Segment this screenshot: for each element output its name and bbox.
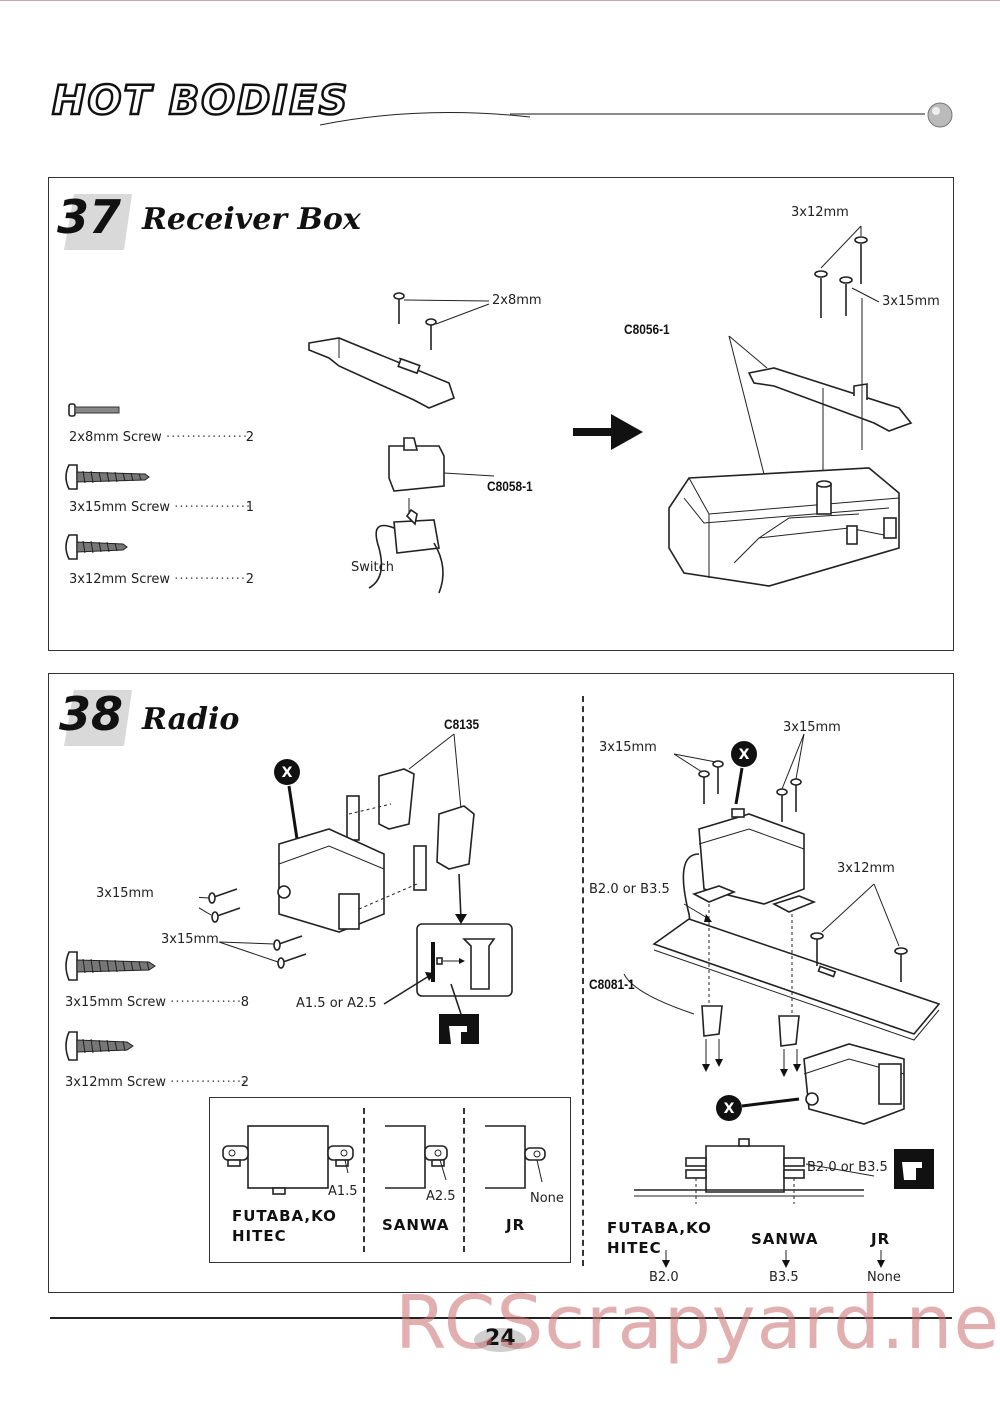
callout-b-option: B2.0 or B3.5	[589, 882, 670, 897]
screw-label: 3x12mm Screw	[69, 572, 171, 587]
step-38-panel: 38 Radio X	[48, 673, 954, 1293]
callout-3x12mm: 3x12mm	[791, 205, 849, 220]
callout-3x15mm: 3x15mm	[599, 740, 657, 755]
brand-label: FUTABA,KO HITEC	[232, 1207, 337, 1245]
servo-left-diagram: X	[199, 733, 513, 1044]
step-badge-bg	[64, 690, 132, 746]
screw-item: 3x12mm Screw ·············· 2	[69, 572, 254, 587]
b-value: None	[867, 1270, 901, 1285]
a-value: A2.5	[426, 1189, 456, 1204]
callout-2x8mm: 2x8mm	[492, 293, 542, 308]
screw-3x12-icon	[65, 534, 128, 560]
receiver-mount-diagram	[308, 292, 495, 594]
callout-3x15mm: 3x15mm	[96, 886, 154, 901]
b-value: B2.0	[649, 1270, 679, 1285]
watermark: RCScrapyard.net	[395, 1280, 1000, 1366]
screw-item: 2x8mm Screw ················ 2	[69, 430, 254, 445]
screw-item: 3x15mm Screw ··············· 1	[69, 500, 254, 515]
brand-label: JR	[506, 1216, 526, 1234]
brand-label: JR	[871, 1230, 891, 1248]
screw-item: 3x12mm Screw ··············· 2	[65, 1075, 249, 1090]
a-value: A1.5	[328, 1184, 358, 1199]
screw-3x15-icon	[65, 464, 150, 490]
callout-c8135: C8135	[444, 716, 480, 732]
page-number: 24	[485, 1326, 516, 1351]
footer-rule	[50, 1317, 952, 1319]
callout-3x15mm: 3x15mm	[783, 720, 841, 735]
step-37-panel: 37 Receiver Box 2x8mm Screw ············…	[48, 177, 954, 651]
arrow-right-icon	[573, 414, 643, 450]
screw-2x8-icon	[68, 403, 120, 417]
svg-text:X: X	[739, 747, 750, 763]
receiver-box-diagram	[668, 225, 913, 587]
screw-label: 3x12mm Screw	[65, 1075, 167, 1090]
screw-3x12-icon	[65, 1031, 134, 1061]
svg-text:X: X	[724, 1101, 735, 1117]
b-value: B3.5	[769, 1270, 799, 1285]
screw-label: 2x8mm Screw	[69, 430, 162, 445]
brand-table-left: A1.5 FUTABA,KO HITEC A2.5 SANWA None JR	[209, 1097, 571, 1263]
step-number: 37	[57, 190, 122, 244]
a-value: None	[530, 1191, 564, 1206]
page-number-badge	[474, 1328, 526, 1352]
callout-a-option: A1.5 or A2.5	[296, 996, 377, 1011]
servo-mount-jr-icon	[485, 1125, 546, 1189]
servo-mount-detail-diagram	[634, 1138, 934, 1204]
callout-c8056-1: C8056-1	[624, 321, 670, 337]
screw-qty: 2	[245, 572, 254, 587]
down-arrows-icon	[662, 1250, 885, 1268]
callout-3x15mm: 3x15mm	[161, 932, 219, 947]
step-title: Radio	[142, 702, 240, 737]
step-badge-bg	[64, 194, 132, 250]
screw-qty: 1	[245, 500, 254, 515]
screw-item: 3x15mm Screw ·············· 8	[65, 995, 249, 1010]
servo-plate-diagram: X	[623, 733, 941, 1125]
callout-c8081-1: C8081-1	[589, 976, 635, 992]
screw-qty: 2	[245, 430, 254, 445]
brand-logo: HOT BODIES	[51, 77, 350, 126]
servo-mount-futaba-icon	[222, 1125, 354, 1195]
servo-mount-sanwa-icon	[385, 1125, 448, 1189]
callout-switch: Switch	[351, 560, 394, 575]
screw-label: 3x15mm Screw	[65, 995, 167, 1010]
callout-b-option: B2.0 or B3.5	[807, 1160, 888, 1175]
screw-qty: 2	[240, 1075, 249, 1090]
brand-label: SANWA	[751, 1230, 819, 1248]
logo-swoosh-icon	[319, 102, 953, 128]
step-title: Receiver Box	[142, 202, 361, 237]
callout-3x12mm: 3x12mm	[837, 861, 895, 876]
section-divider	[582, 696, 584, 1266]
brand-label: FUTABA,KO HITEC	[607, 1219, 712, 1257]
svg-text:X: X	[282, 765, 293, 781]
screw-3x15-icon	[65, 951, 156, 981]
screw-qty: 8	[240, 995, 249, 1010]
callout-c8058-1: C8058-1	[487, 478, 533, 494]
step-number: 38	[59, 687, 124, 741]
page-header: HOT BODIES	[0, 0, 1000, 170]
screw-label: 3x15mm Screw	[69, 500, 171, 515]
callout-3x15mm: 3x15mm	[882, 294, 940, 309]
brand-label: SANWA	[382, 1216, 450, 1234]
